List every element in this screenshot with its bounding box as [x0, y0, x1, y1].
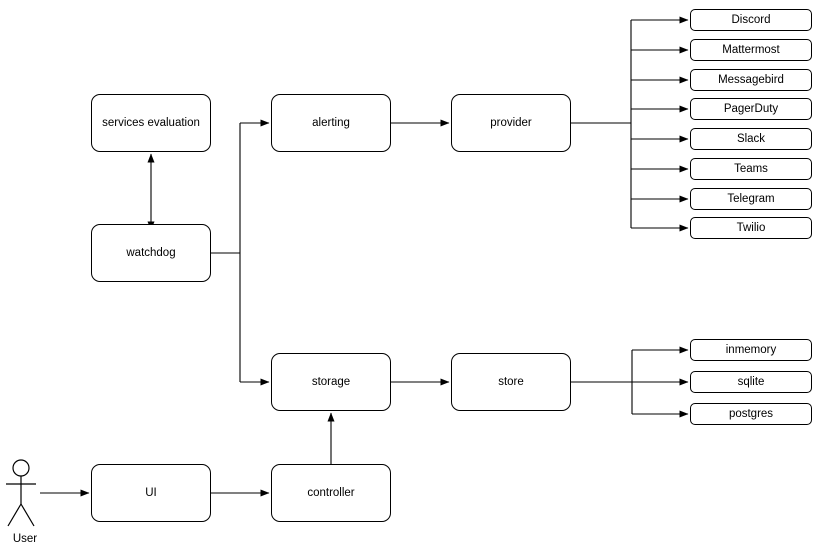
node-provider[interactable]: provider — [451, 94, 571, 152]
node-provider-label: provider — [490, 116, 532, 129]
user-actor: User — [0, 457, 50, 545]
node-watchdog-label: watchdog — [126, 246, 176, 259]
node-teams-label: Teams — [734, 162, 768, 175]
node-sqlite-label: sqlite — [737, 375, 765, 388]
node-services-evaluation-label: services evaluation — [102, 116, 200, 129]
node-mattermost[interactable]: Mattermost — [690, 39, 812, 61]
node-controller[interactable]: controller — [271, 464, 391, 522]
node-storage[interactable]: storage — [271, 353, 391, 411]
node-store-label: store — [498, 375, 524, 388]
node-discord[interactable]: Discord — [690, 9, 812, 31]
node-sqlite[interactable]: sqlite — [690, 371, 812, 393]
node-inmemory-label: inmemory — [725, 343, 777, 356]
node-pagerduty-label: PagerDuty — [723, 102, 779, 115]
node-inmemory[interactable]: inmemory — [690, 339, 812, 361]
node-alerting[interactable]: alerting — [271, 94, 391, 152]
node-messagebird[interactable]: Messagebird — [690, 69, 812, 91]
node-teams[interactable]: Teams — [690, 158, 812, 180]
node-telegram-label: Telegram — [727, 192, 775, 205]
node-ui[interactable]: UI — [91, 464, 211, 522]
node-controller-label: controller — [307, 486, 355, 499]
node-postgres-label: postgres — [728, 407, 774, 420]
node-slack-label: Slack — [736, 132, 766, 145]
node-alerting-label: alerting — [312, 116, 350, 129]
node-watchdog[interactable]: watchdog — [91, 224, 211, 282]
stick-figure-icon — [6, 459, 36, 527]
user-actor-label: User — [12, 533, 38, 545]
node-ui-label: UI — [145, 486, 157, 499]
node-storage-label: storage — [311, 375, 351, 388]
node-messagebird-label: Messagebird — [718, 73, 784, 86]
node-pagerduty[interactable]: PagerDuty — [690, 98, 812, 120]
node-store[interactable]: store — [451, 353, 571, 411]
node-slack[interactable]: Slack — [690, 128, 812, 150]
node-mattermost-label: Mattermost — [722, 43, 780, 56]
node-twilio[interactable]: Twilio — [690, 217, 812, 239]
node-telegram[interactable]: Telegram — [690, 188, 812, 210]
node-discord-label: Discord — [731, 13, 771, 26]
node-postgres[interactable]: postgres — [690, 403, 812, 425]
node-services-evaluation[interactable]: services evaluation — [91, 94, 211, 152]
node-twilio-label: Twilio — [736, 221, 766, 234]
